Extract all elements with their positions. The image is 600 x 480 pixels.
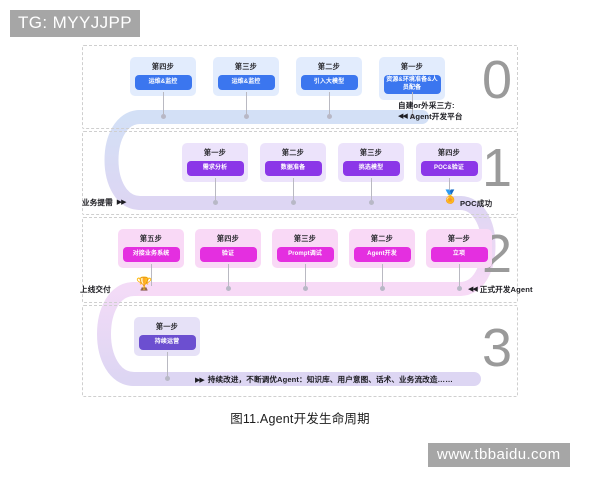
task-pill: 引入大模型 [300, 75, 358, 90]
task-pill: 资源&环境准备&人员配备 [383, 75, 441, 94]
task-pill: POC&验证 [420, 161, 478, 176]
lane1-left-label-text: 业务提需 [82, 198, 113, 207]
step-label: 第三步 [359, 148, 383, 157]
connector-stem [151, 264, 152, 286]
connector-stem [382, 264, 383, 286]
lane-number-3: 3 [481, 318, 512, 378]
lane3-bottom-note: ▶▶ 持续改进，不断调优Agent：知识库、用户意图、话术、业务流改造…… [195, 374, 453, 385]
task-pill: 验证 [199, 247, 257, 262]
step-card[interactable]: 第一步 立项 [426, 229, 492, 268]
step-label: 第一步 [447, 234, 471, 243]
trophy-icon: 🏆 [136, 276, 153, 291]
lane-band-3 [82, 305, 518, 397]
step-card[interactable]: 第四步 运维&监控 [130, 57, 196, 96]
arrow-left-icon: ◀◀ [468, 286, 478, 293]
connector-dot [213, 200, 218, 205]
connector-stem [215, 178, 216, 200]
task-pill: 需求分析 [186, 161, 244, 176]
lane2-right-label-text: 正式开发Agent [479, 285, 533, 294]
connector-dot [369, 200, 374, 205]
step-card[interactable]: 第三步 Prompt调试 [272, 229, 338, 268]
step-label: 第一步 [400, 62, 424, 71]
task-pill: 运维&监控 [134, 75, 192, 90]
arrow-right-icon: ▶▶ [195, 376, 205, 384]
lane1-left-label: 业务提需 ▶▶ [82, 198, 127, 209]
connector-stem [167, 352, 168, 376]
step-card[interactable]: 第五步 对接业务系统 [118, 229, 184, 268]
step-card[interactable]: 第三步 挑选模型 [338, 143, 404, 182]
step-card[interactable]: 第一步 持续运营 [134, 317, 200, 356]
task-pill: 挑选模型 [342, 161, 400, 176]
lane-band-2 [82, 217, 518, 303]
connector-dot [165, 376, 170, 381]
step-card[interactable]: 第二步 数据准备 [260, 143, 326, 182]
lane-band-1 [82, 131, 518, 215]
lane-number-1: 1 [481, 138, 512, 198]
task-pill: 数据准备 [264, 161, 322, 176]
watermark-top: TG: MYYJJPP [10, 10, 140, 37]
step-label: 第五步 [139, 234, 163, 243]
connector-stem [449, 178, 450, 200]
step-card[interactable]: 第四步 POC&验证 [416, 143, 482, 182]
connector-stem [246, 92, 247, 114]
lane2-right-label: ◀◀ 正式开发Agent [468, 285, 533, 296]
step-label: 第二步 [281, 148, 305, 157]
task-pill: 对接业务系统 [122, 247, 180, 262]
arrow-right-icon: ▶▶ [116, 199, 127, 206]
connector-dot [410, 114, 415, 119]
connector-stem [228, 264, 229, 286]
connector-dot [226, 286, 231, 291]
task-pill: Prompt调试 [276, 247, 334, 262]
task-pill: 立项 [430, 247, 488, 262]
step-label: 第三步 [234, 62, 258, 71]
step-label: 第二步 [317, 62, 341, 71]
lane0-right-label-line1: 自建or外采三方: [398, 101, 455, 110]
lane1-end-label: POC成功 [460, 199, 493, 208]
connector-stem [293, 178, 294, 200]
connector-dot [457, 286, 462, 291]
connector-stem [305, 264, 306, 286]
lane-band-0 [82, 45, 518, 129]
connector-stem [163, 92, 164, 114]
step-card[interactable]: 第二步 Agent开发 [349, 229, 415, 268]
task-pill: Agent开发 [353, 247, 411, 262]
step-card[interactable]: 第一步 资源&环境准备&人员配备 [379, 57, 445, 100]
connector-dot [303, 286, 308, 291]
step-label: 第四步 [437, 148, 461, 157]
task-pill: 运维&监控 [217, 75, 275, 90]
step-label: 第四步 [151, 62, 175, 71]
connector-stem [459, 264, 460, 286]
step-card[interactable]: 第二步 引入大模型 [296, 57, 362, 96]
connector-dot [161, 114, 166, 119]
arrow-left-icon: ◀◀ [398, 112, 408, 120]
lane0-right-label: 自建or外采三方: ◀◀ Agent开发平台 [398, 101, 463, 122]
step-label: 第三步 [293, 234, 317, 243]
lifecycle-diagram: 0 1 2 3 第四步 运维&监控 第三步 运维&监控 第二步 引入大模型 第一… [80, 45, 532, 397]
lane0-right-label-line2: Agent开发平台 [409, 111, 463, 121]
connector-dot [327, 114, 332, 119]
task-pill: 持续运营 [138, 335, 196, 350]
step-label: 第二步 [370, 234, 394, 243]
medal-icon: 🏅 [442, 189, 459, 204]
step-card[interactable]: 第三步 运维&监控 [213, 57, 279, 96]
step-label: 第一步 [155, 322, 179, 331]
connector-stem [329, 92, 330, 114]
step-label: 第四步 [216, 234, 240, 243]
connector-dot [380, 286, 385, 291]
connector-stem [412, 92, 413, 114]
lane-number-0: 0 [481, 50, 512, 110]
step-card[interactable]: 第四步 验证 [195, 229, 261, 268]
lane2-left-label: 上线交付 [80, 285, 111, 294]
watermark-bottom: www.tbbaidu.com [428, 443, 570, 467]
figure-caption: 图11.Agent开发生命周期 [230, 412, 370, 426]
connector-dot [244, 114, 249, 119]
connector-dot [291, 200, 296, 205]
connector-stem [371, 178, 372, 200]
step-card[interactable]: 第一步 需求分析 [182, 143, 248, 182]
step-label: 第一步 [203, 148, 227, 157]
lane3-bottom-note-text: 持续改进，不断调优Agent：知识库、用户意图、话术、业务流改造…… [207, 375, 453, 384]
